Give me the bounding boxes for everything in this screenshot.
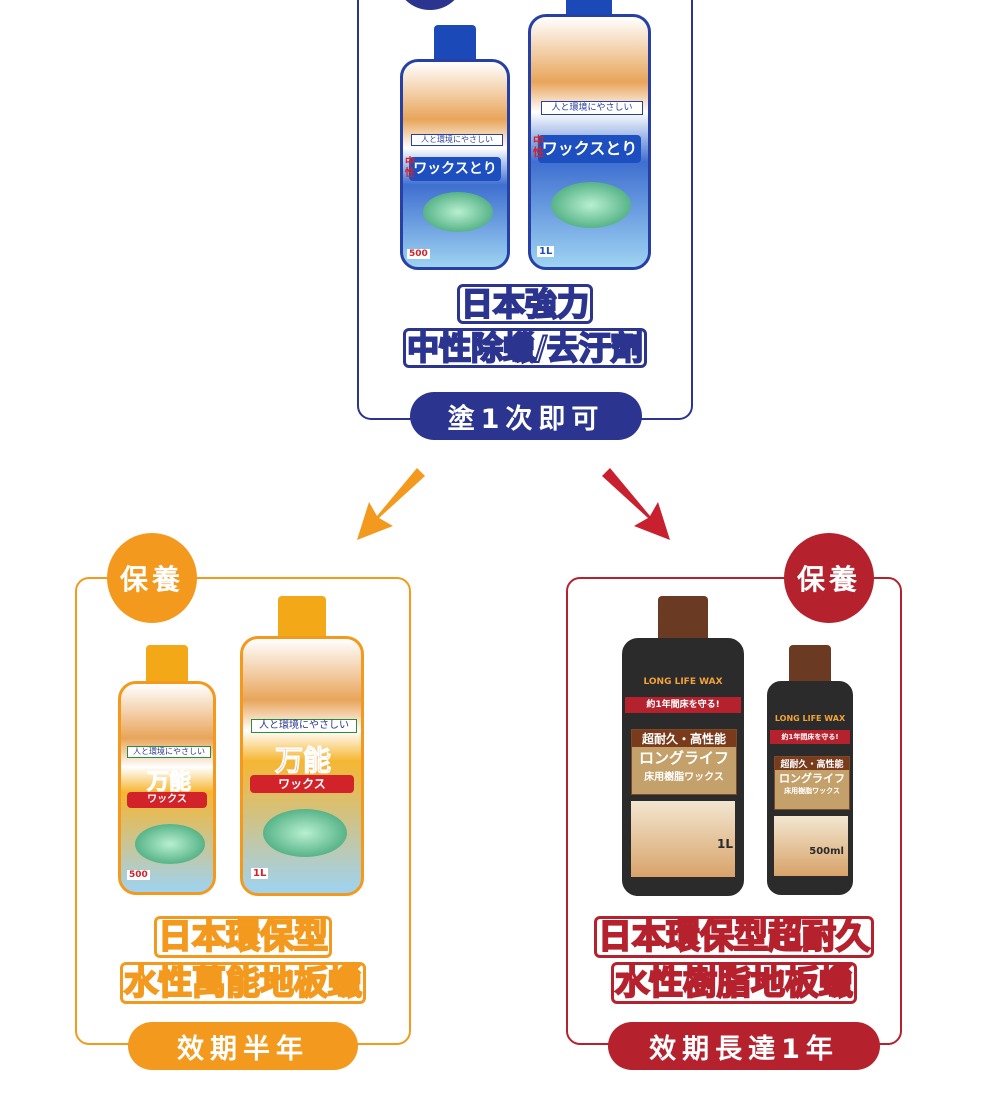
- tagline: 人と環境にやさしい: [411, 134, 503, 146]
- universal-wax-title-line2: 水性萬能地板蠟: [75, 962, 411, 1004]
- label-line3: 床用樹脂ワックス: [784, 787, 840, 795]
- floor-graphic: [135, 824, 205, 864]
- long-life-wax-title-line1: 日本環保型超耐久: [566, 916, 902, 958]
- floor-graphic: [423, 192, 493, 232]
- tagline: 人と環境にやさしい: [541, 101, 643, 115]
- long-life-wax-title-line2: 水性樹脂地板蠟: [566, 962, 902, 1004]
- volume: 1L: [251, 868, 269, 879]
- brand-name: 万能: [274, 744, 331, 778]
- label-line2: ロングライフ: [638, 749, 729, 767]
- tagline: 約1年間床を守る!: [770, 730, 850, 744]
- volume: 500ml: [809, 846, 844, 857]
- product-label: ワックスとり: [538, 135, 641, 163]
- label-line1: 超耐久・高性能: [775, 757, 849, 770]
- wax-remover-title-line2: 中性除蠟/去汙劑: [357, 328, 693, 368]
- wax-remover-bottle-small: 人と環境にやさしい ワックスとり 中性 500: [400, 25, 510, 270]
- tagline: 人と環境にやさしい: [127, 746, 211, 758]
- label-line1: 超耐久・高性能: [632, 730, 736, 747]
- label-line3: 床用樹脂ワックス: [644, 772, 724, 783]
- universal-wax-bottle-small: 人と環境にやさしい 万能 ワックス 500: [118, 645, 216, 895]
- volume: 500: [407, 249, 430, 259]
- tagline: 人と環境にやさしい: [251, 719, 357, 733]
- universal-wax-bottle-large: 人と環境にやさしい 万能 ワックス 1L: [240, 596, 364, 896]
- label-line2: ロングライフ: [779, 772, 845, 785]
- product-label: ワックス: [126, 792, 208, 808]
- wax-remover-title-line1: 日本強力: [357, 284, 693, 324]
- brand-name: LONG LIFE WAX: [643, 677, 723, 687]
- brand-name: LONG LIFE WAX: [774, 714, 846, 723]
- orange-arrow-icon: [357, 468, 425, 540]
- long-life-wax-bottle-small: LONG LIFE WAX 約1年間床を守る! 超耐久・高性能 ロングライフ 床…: [767, 645, 853, 895]
- volume: 1L: [537, 246, 555, 257]
- care-badge: 保養: [784, 533, 874, 623]
- care-badge: 保養: [107, 533, 197, 623]
- universal-wax-title-line1: 日本環保型: [75, 916, 411, 958]
- wax-remover-bottle-large: 人と環境にやさしい ワックスとり 中性 1L: [528, 0, 651, 270]
- universal-wax-pill: 效期半年: [128, 1022, 358, 1070]
- floor-graphic: [263, 809, 347, 857]
- wax-remover-pill: 塗1次即可: [410, 392, 642, 440]
- tagline: 約1年間床を守る!: [625, 697, 741, 713]
- floor-graphic: [551, 182, 631, 228]
- floor-graphic: [774, 816, 848, 876]
- brand-name: 万能: [146, 770, 191, 796]
- volume: 1L: [717, 837, 733, 851]
- long-life-wax-pill: 效期長達1年: [608, 1022, 880, 1070]
- floor-graphic: [631, 801, 735, 877]
- volume: 500: [127, 870, 150, 880]
- product-label: ワックスとり: [409, 157, 501, 181]
- product-label: ワックス: [250, 775, 354, 793]
- long-life-wax-bottle-large: LONG LIFE WAX 約1年間床を守る! 超耐久・高性能 ロングライフ 床…: [622, 596, 744, 896]
- neutral-mark: 中性: [533, 134, 544, 159]
- top-badge: [395, 0, 465, 10]
- neutral-mark: 中性: [405, 157, 415, 179]
- red-arrow-icon: [602, 468, 670, 540]
